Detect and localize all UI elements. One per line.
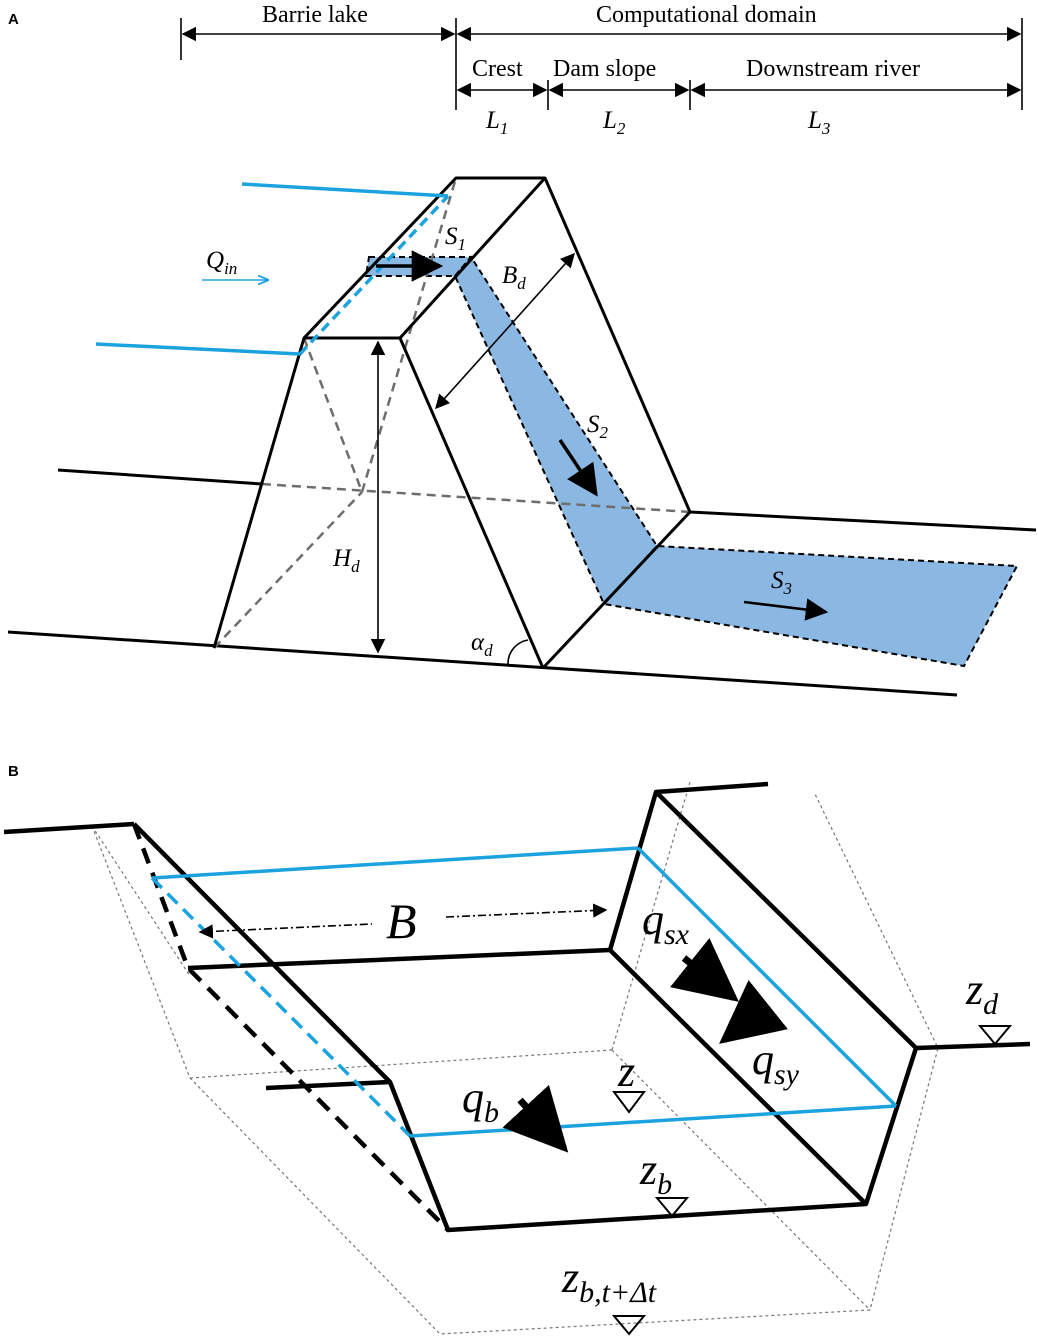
computational-domain-label: Computational domain [596, 2, 817, 28]
left-floodplain [265, 1079, 391, 1091]
width-b-left-line [198, 923, 373, 939]
zb-next-symbol: zb,t+Δt [561, 1253, 657, 1309]
dam-slope-label: Dam slope [553, 56, 656, 82]
slope-angle-arc [507, 639, 529, 665]
next-step-bed-outline [91, 781, 939, 1335]
front-ground-line [7, 630, 958, 697]
s3-flow-arrow [743, 598, 829, 621]
lake-face-waterline [298, 194, 450, 356]
barrier-lake-label: Barrie lake [262, 2, 368, 28]
width-b-symbol: B [386, 893, 417, 949]
qb-flux-arrow [502, 1084, 569, 1153]
bd-symbol: Bd [502, 262, 526, 293]
hd-symbol: Hd [332, 545, 360, 576]
l3-symbol: L3 [807, 107, 830, 138]
panel-a-label: A [8, 11, 19, 28]
width-b-right-line [445, 903, 608, 918]
qsy-flux-arrow [719, 979, 788, 1044]
panel-a-header: Barrie lake Computational domain Crest D… [180, 2, 1023, 138]
qsx-symbol: qsx [642, 895, 690, 951]
lake-upper-shoreline [241, 182, 449, 198]
qsy-symbol: qsy [752, 1035, 800, 1091]
zb-symbol: zb [639, 1145, 672, 1201]
lake-lower-shoreline [95, 342, 301, 356]
panel-a: A Barrie lake Computational domain Crest… [7, 2, 1037, 697]
s1-symbol: S1 [445, 223, 466, 254]
water-surface [150, 846, 898, 1138]
slope-flow-region [453, 255, 659, 606]
channel-body [132, 789, 919, 1233]
s3-symbol: S3 [771, 567, 792, 598]
left-hidden-edges [131, 823, 450, 1232]
bed-level-triangle [654, 1197, 690, 1218]
s2-symbol: S2 [587, 411, 609, 442]
qb-symbol: qb [462, 1073, 499, 1129]
l2-symbol: L2 [602, 107, 626, 138]
back-ground-right [689, 510, 1037, 532]
downstream-flow-region [602, 544, 1019, 668]
qsx-flux-arrow [670, 937, 739, 1002]
right-bank-terrain [655, 781, 769, 795]
downstream-level-triangle [977, 1025, 1013, 1046]
right-floodplain [915, 1041, 1031, 1051]
downstream-river-label: Downstream river [746, 56, 920, 82]
panel-b-label: B [8, 763, 19, 780]
left-bank-terrain [3, 821, 135, 835]
z-symbol: z [617, 1047, 635, 1096]
breach-width-dimension [435, 252, 575, 410]
hidden-edges [213, 177, 691, 649]
s2-flow-arrow [558, 439, 598, 497]
q-in-symbol: Qin [206, 247, 237, 278]
panel-b: B [3, 763, 1031, 1336]
water-level-triangle [612, 1091, 646, 1114]
zd-symbol: zd [965, 965, 999, 1021]
crest-label: Crest [472, 56, 523, 82]
l1-symbol: L1 [485, 107, 508, 138]
alpha-d-symbol: αd [471, 629, 493, 660]
next-bed-level-triangle [611, 1315, 647, 1336]
back-ground-line [57, 468, 263, 486]
